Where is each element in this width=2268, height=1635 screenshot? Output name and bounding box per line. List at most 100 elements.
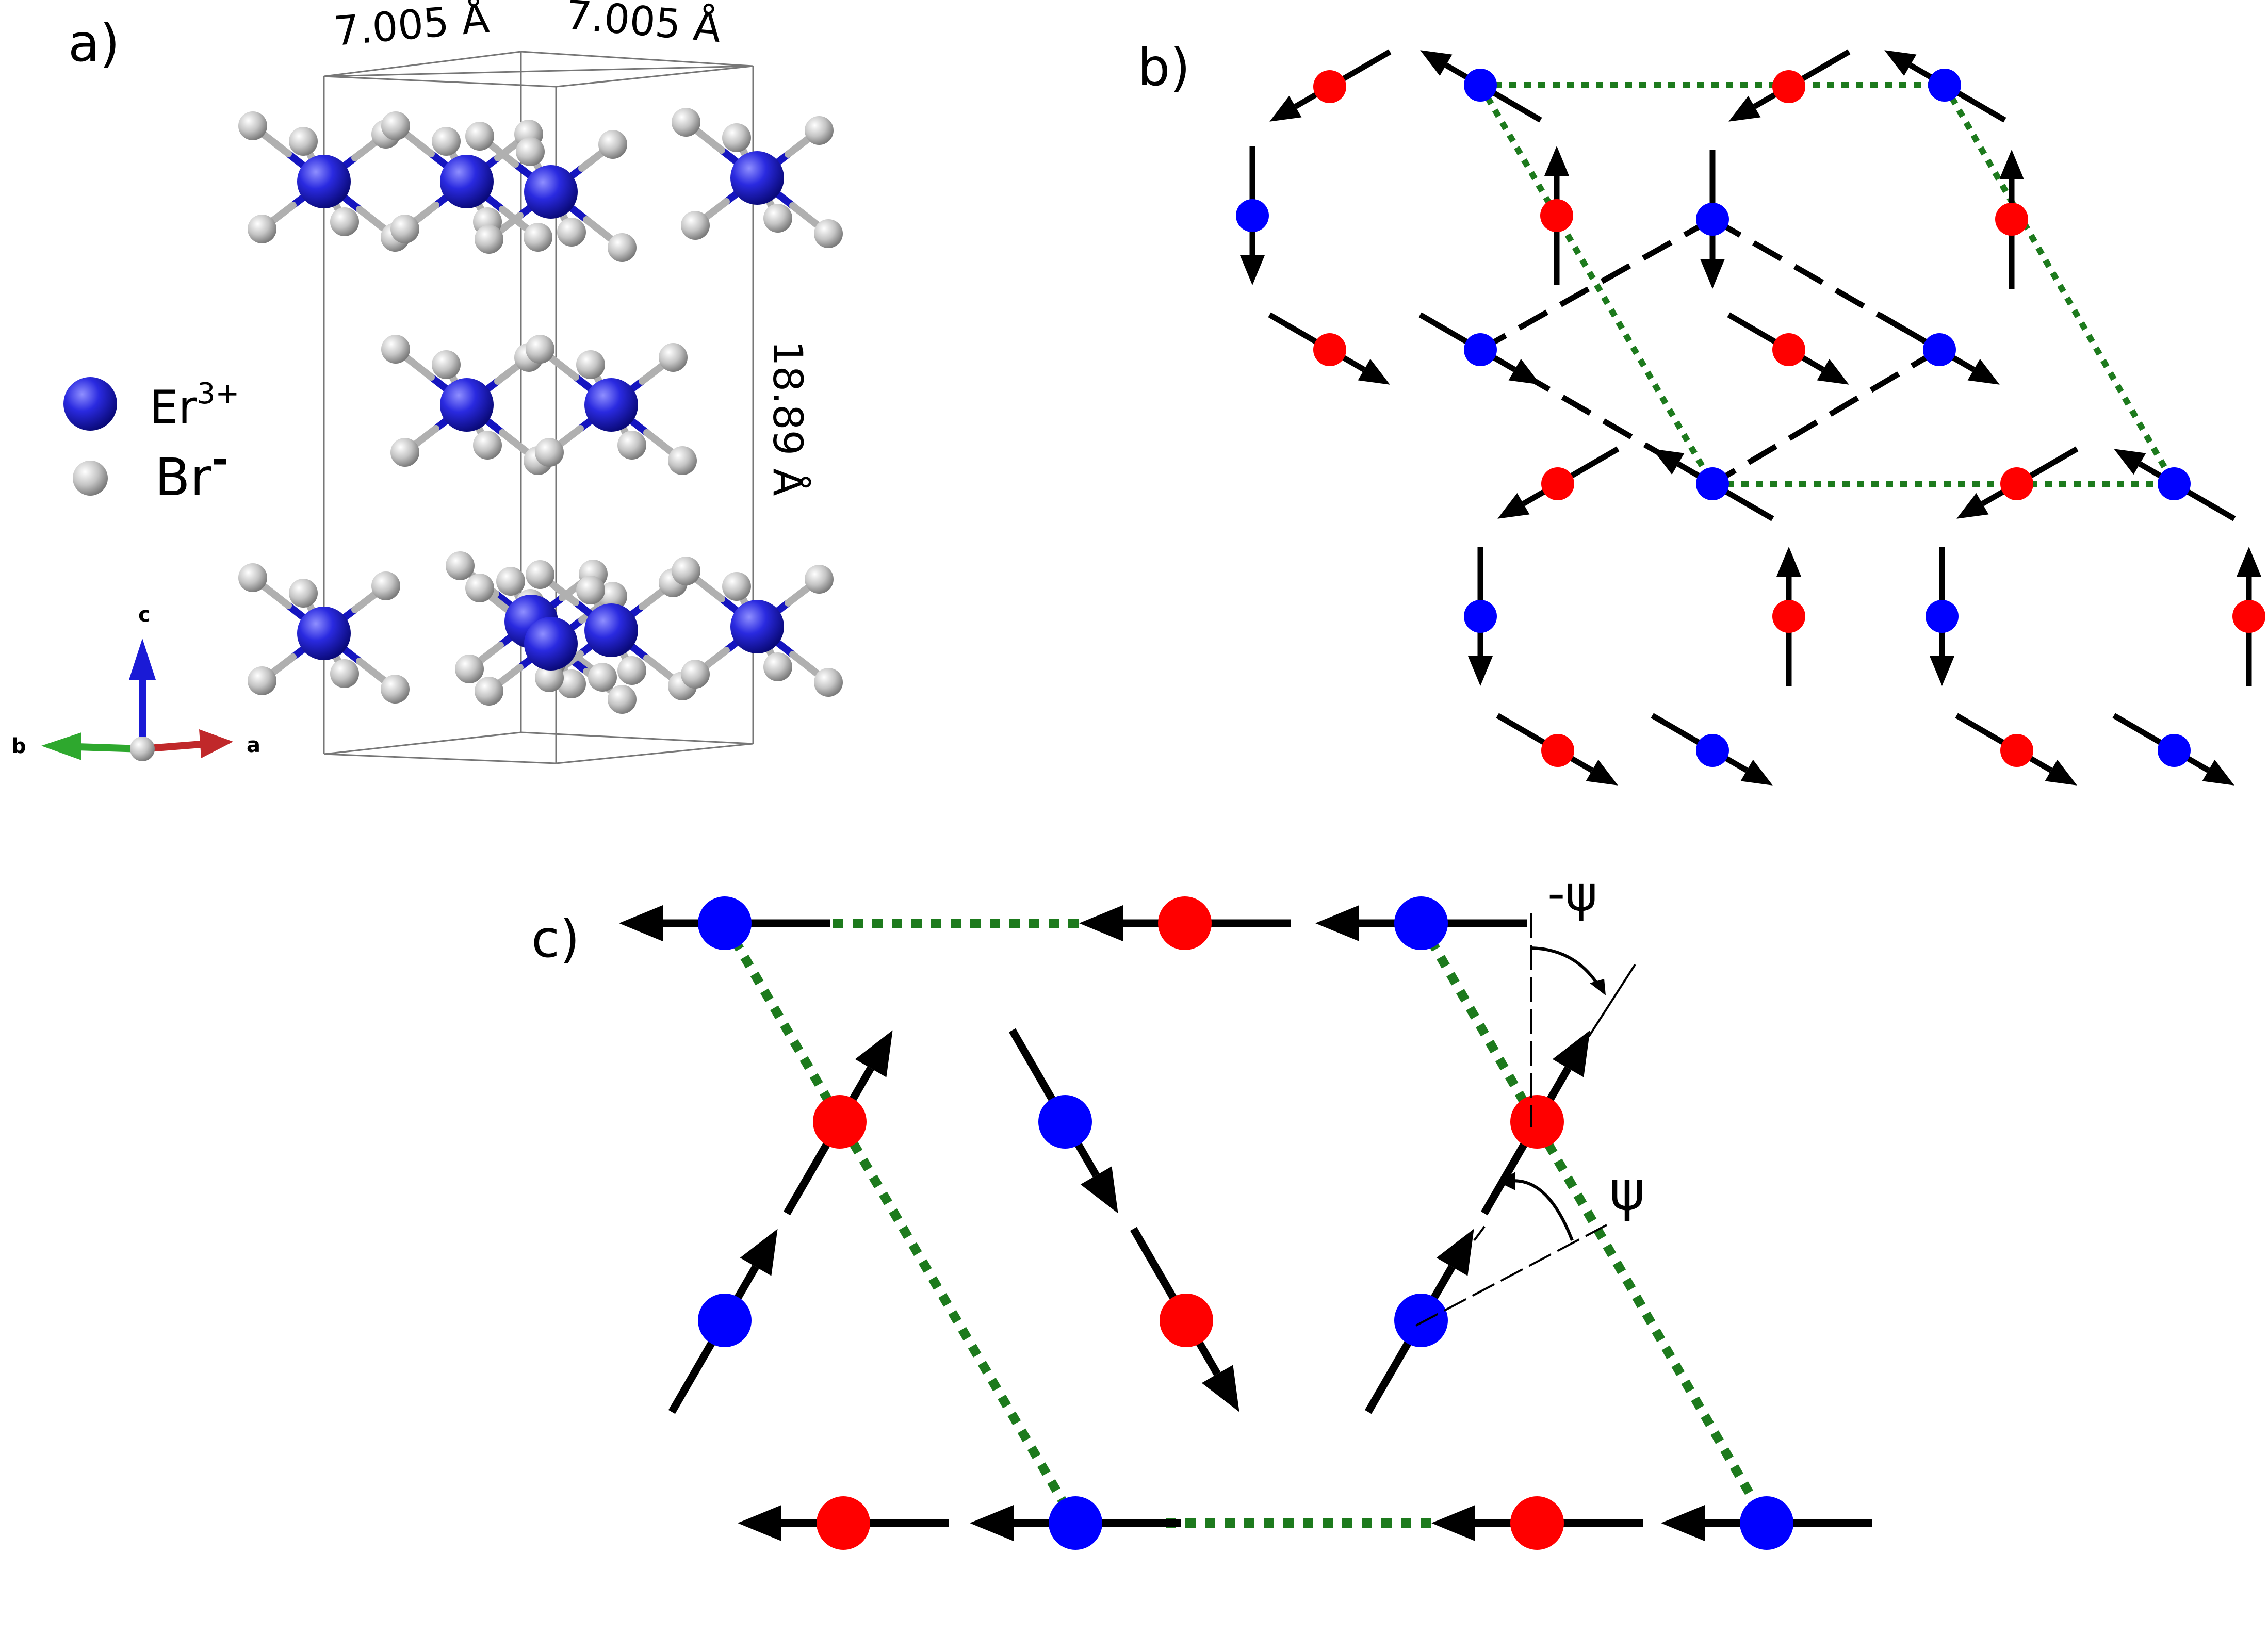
br-atom: [475, 225, 503, 254]
blue-spin-site: [1923, 333, 1956, 366]
blue-spin-site: [1696, 467, 1729, 500]
blue-spin-site: [1394, 896, 1448, 950]
br-atom: [598, 582, 627, 611]
blue-spin-site: [2158, 734, 2191, 767]
br-atom: [535, 438, 564, 467]
br-atom: [390, 438, 419, 467]
br-atom: [516, 137, 545, 166]
spin-arrow-head: [1269, 95, 1302, 122]
br-atom: [535, 663, 564, 692]
br-atom: [289, 127, 318, 156]
lattice-c-length: 18.89 Å: [764, 340, 811, 496]
spin-arrow-head: [1652, 449, 1685, 475]
panel-c-spins: [619, 896, 1872, 1550]
er-atom: [524, 617, 578, 671]
red-spin-site: [1510, 1095, 1564, 1149]
red-spin-site: [817, 1496, 870, 1550]
spin-arrow-head: [1431, 1505, 1475, 1541]
red-spin-site: [1510, 1496, 1564, 1550]
er-atom: [440, 378, 494, 432]
br-atom: [681, 211, 710, 240]
br-atom: [381, 675, 410, 704]
br-atom: [608, 233, 637, 262]
axis-c-arrow: [129, 639, 156, 680]
spin-arrow-head: [1999, 150, 2024, 179]
br-atom: [524, 223, 552, 252]
spin-arrow-head: [1661, 1505, 1705, 1541]
spin-arrow-head: [1967, 358, 2000, 385]
spin-arrow-head: [1358, 358, 1390, 385]
spin-arrow-head: [855, 1030, 893, 1077]
br-atom: [526, 335, 554, 364]
br-atom: [805, 565, 834, 594]
spin-arrow-head: [2202, 759, 2234, 786]
br-legend-label: Br-: [155, 435, 229, 508]
er-atom: [440, 155, 494, 208]
br-atom: [473, 431, 502, 460]
psi-label: ψ: [1609, 1159, 1645, 1222]
red-spin-site: [813, 1095, 867, 1149]
br-atom: [608, 685, 637, 714]
br-atom: [576, 576, 605, 604]
br-atom: [617, 656, 646, 685]
spin-arrow-head: [1080, 1166, 1118, 1214]
br-atom: [446, 551, 475, 580]
blue-spin-site: [1464, 69, 1497, 102]
spin-arrow-head: [1315, 905, 1359, 941]
axis-origin: [130, 737, 155, 761]
br-atom: [722, 123, 751, 152]
axis-b-arrow: [41, 732, 81, 760]
blue-spin-site: [2158, 467, 2191, 500]
er-atoms: [297, 151, 784, 671]
blue-spin-site: [1464, 600, 1497, 633]
axis-triad: c b a: [11, 603, 260, 761]
spin-arrow-head: [2237, 547, 2261, 577]
br-atom: [465, 574, 494, 602]
blue-spin-site: [1696, 203, 1729, 236]
spin-structure-panel-b: [1236, 49, 2265, 786]
red-spin-site: [1995, 203, 2028, 236]
br-atoms: [238, 108, 843, 714]
br-atom: [659, 343, 688, 372]
spin-arrow-head: [1508, 358, 1541, 385]
br-atom: [617, 431, 646, 460]
er-atom: [297, 607, 351, 660]
blue-spin-site: [698, 896, 752, 950]
spin-arrow-head: [1079, 905, 1123, 941]
br-atom: [722, 572, 751, 601]
er-legend-marker: [63, 377, 117, 431]
br-atom: [371, 571, 400, 600]
panel-c-label: c): [531, 909, 580, 969]
red-spin-site: [1540, 199, 1573, 232]
spin-arrow-head: [1956, 493, 1989, 519]
br-atom: [588, 663, 617, 692]
spin-arrow-head: [1201, 1365, 1239, 1412]
er-atom: [730, 600, 784, 653]
br-atom: [668, 446, 697, 475]
spin-arrow-head: [1930, 656, 1954, 686]
blue-spin-site: [698, 1294, 752, 1347]
panel-c-dotted-lines: [721, 919, 1771, 1528]
er-atom: [584, 603, 638, 657]
axis-c-label: c: [138, 603, 151, 627]
br-atom: [238, 563, 267, 592]
br-atom: [330, 659, 359, 688]
panel-a-label: a): [68, 13, 120, 73]
spin-arrow-head: [1240, 255, 1265, 285]
er-atom: [524, 165, 578, 219]
br-atom: [681, 660, 710, 689]
br-atom: [381, 111, 410, 140]
spin-arrow-head: [1436, 1229, 1474, 1276]
br-atom: [289, 579, 318, 608]
br-atom: [455, 655, 484, 683]
spin-arrow-head: [1420, 50, 1453, 76]
br-atom: [814, 668, 843, 697]
er-atom: [730, 151, 784, 205]
red-spin-site: [2000, 467, 2033, 500]
red-spin-site: [1541, 734, 1574, 767]
blue-spin-site: [1926, 600, 1959, 633]
br-atom: [381, 335, 410, 364]
red-spin-site: [1541, 467, 1574, 500]
axis-b-label: b: [11, 734, 26, 758]
